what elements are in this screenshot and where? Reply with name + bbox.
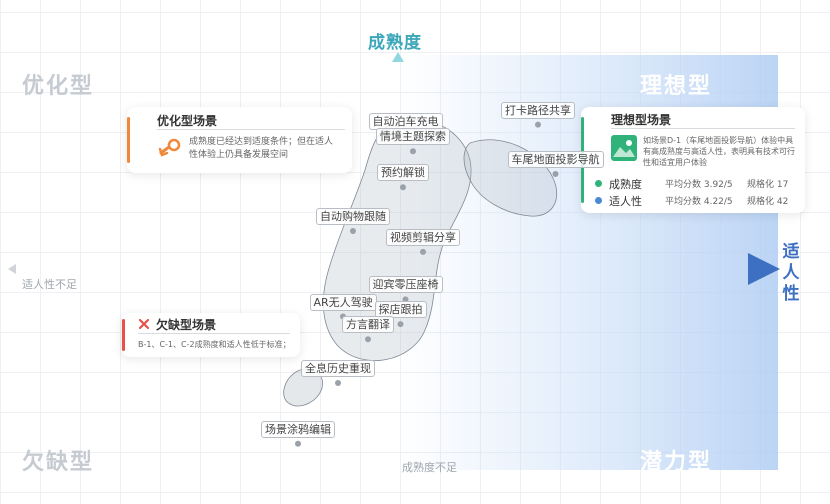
scenario-point[interactable] bbox=[397, 321, 404, 328]
card-optimize-title: 优化型场景 bbox=[157, 114, 218, 128]
card-accent-bar bbox=[122, 319, 125, 351]
close-icon bbox=[138, 318, 150, 330]
metric-name: 成熟度 bbox=[609, 178, 642, 191]
scenario-point[interactable] bbox=[535, 121, 541, 128]
metric-norm: 规格化 17 bbox=[747, 180, 789, 190]
scenario-point-label[interactable]: AR无人驾驶 bbox=[309, 293, 377, 311]
scenario-point-label[interactable]: 预约解锁 bbox=[377, 164, 429, 182]
scenario-point-label[interactable]: 场景涂鸦编辑 bbox=[261, 420, 335, 438]
card-optimize: 优化型场景 成熟度已经达到适度条件；但在适人性体验上仍具备发展空间 bbox=[127, 107, 352, 173]
point-dots bbox=[295, 121, 559, 447]
card-ideal: 理想型场景 如场景D-1（车尾地面投影导航）体验中具有高成熟度与高适人性，表明具… bbox=[581, 107, 805, 213]
card-lacking-desc: B-1、C-1、C-2成熟度和适人性低于标准； bbox=[138, 340, 291, 349]
quadrant-label-bottom-left: 欠缺型 bbox=[22, 450, 95, 475]
image-icon bbox=[611, 135, 637, 161]
scenario-point[interactable] bbox=[350, 228, 356, 234]
y-axis-arrow-icon bbox=[392, 52, 404, 62]
card-divider bbox=[611, 128, 795, 129]
card-lacking-title: 欠缺型场景 bbox=[156, 318, 217, 332]
scenario-point[interactable] bbox=[400, 184, 406, 191]
quadrant-label-bottom-right: 潜力型 bbox=[640, 450, 713, 475]
card-divider bbox=[138, 333, 290, 334]
scenario-point-label[interactable]: 车尾地面投影导航 bbox=[507, 151, 604, 168]
metric-avg: 平均分数 4.22/5 bbox=[665, 197, 733, 207]
scenario-point-label[interactable]: 探店跟拍 bbox=[374, 301, 427, 319]
card-ideal-desc: 如场景D-1（车尾地面投影导航）体验中具有高成熟度与高适人性，表明具有技术可行性… bbox=[643, 136, 795, 167]
scenario-point-label[interactable]: 自动泊车充电 bbox=[368, 113, 443, 130]
scenario-point-label[interactable]: 方言翻译 bbox=[342, 316, 394, 334]
metric-name: 适人性 bbox=[609, 195, 642, 208]
metric-row-suitability: 适人性 平均分数 4.22/5 规格化 42 bbox=[595, 193, 795, 209]
wrench-icon bbox=[158, 138, 181, 157]
x-axis-left-arrow-icon bbox=[8, 264, 16, 274]
card-ideal-title: 理想型场景 bbox=[611, 113, 672, 127]
scenario-point-label[interactable]: 自动购物跟随 bbox=[316, 208, 390, 225]
metric-norm: 规格化 42 bbox=[747, 197, 789, 207]
scenario-point[interactable] bbox=[420, 248, 426, 255]
card-divider bbox=[157, 129, 345, 130]
card-accent-bar bbox=[127, 117, 130, 163]
scenario-point[interactable] bbox=[335, 380, 341, 386]
x-axis-title: 适人性 bbox=[782, 242, 800, 304]
scenario-point[interactable] bbox=[402, 296, 409, 303]
scenario-point-label[interactable]: 打卡路径共享 bbox=[501, 101, 575, 119]
scenario-point-label[interactable]: 情境主题探索 bbox=[376, 128, 450, 146]
scenario-point[interactable] bbox=[365, 336, 371, 343]
quadrant-label-top-left: 优化型 bbox=[22, 74, 95, 99]
metric-dot bbox=[595, 197, 602, 204]
y-axis-title: 成熟度 bbox=[368, 33, 422, 53]
scenario-point[interactable] bbox=[552, 171, 559, 177]
scenario-point-label[interactable]: 全息历史重现 bbox=[301, 360, 375, 377]
card-lacking: 欠缺型场景 B-1、C-1、C-2成熟度和适人性低于标准； bbox=[122, 313, 300, 357]
card-optimize-desc: 成熟度已经达到适度条件；但在适人性体验上仍具备发展空间 bbox=[189, 137, 334, 160]
x-axis-low-label: 适人性不足 bbox=[22, 278, 77, 291]
scenario-point[interactable] bbox=[295, 440, 301, 447]
scenario-point-label[interactable]: 视频剪辑分享 bbox=[386, 228, 460, 246]
y-axis-low-label: 成熟度不足 bbox=[402, 461, 457, 474]
metric-avg: 平均分数 3.92/5 bbox=[665, 180, 733, 190]
metric-dot bbox=[595, 180, 602, 187]
scenario-point[interactable] bbox=[410, 148, 416, 155]
scenario-point-label[interactable]: 迎宾零压座椅 bbox=[368, 276, 443, 294]
quadrant-label-top-right: 理想型 bbox=[640, 74, 713, 99]
metric-row-maturity: 成熟度 平均分数 3.92/5 规格化 17 bbox=[595, 176, 795, 192]
